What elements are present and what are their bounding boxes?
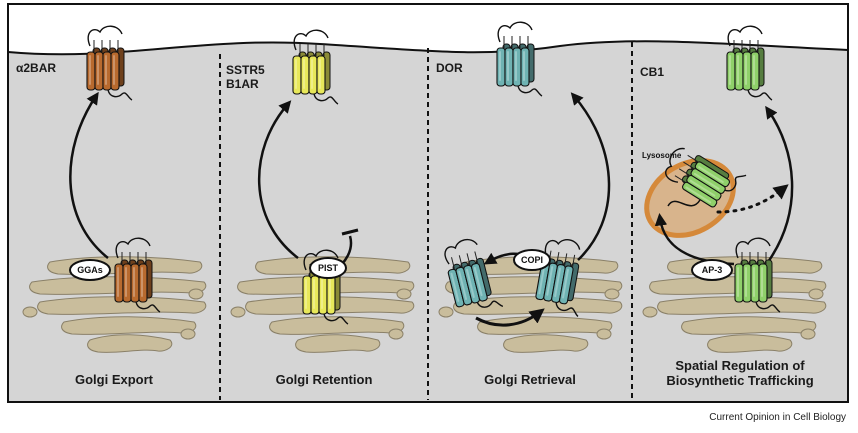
cb1-export-arrow — [765, 105, 794, 263]
panel-title-export: Golgi Export — [75, 372, 154, 387]
copi-oval — [513, 249, 551, 271]
golgi-cisterna — [61, 316, 197, 335]
pist-label: PIST — [318, 263, 339, 273]
pist-inhibition-bar — [341, 228, 359, 236]
export-arrow — [69, 91, 109, 259]
golgi-vesicle — [396, 288, 412, 300]
receptor-cb1-lysosome — [665, 147, 747, 208]
receptor-cb1-golgi — [734, 237, 781, 313]
pist-oval — [309, 257, 347, 279]
golgi-cisterna — [707, 334, 793, 353]
golgi-cisterna — [681, 316, 817, 335]
receptor-sstr5-membrane — [292, 29, 339, 105]
ggas-oval — [69, 259, 111, 281]
plasma-membrane — [7, 40, 849, 56]
golgi-vesicle — [188, 288, 204, 300]
receptor-layer — [86, 21, 781, 325]
receptor-label-dor: DOR — [436, 61, 463, 75]
golgi-cisterna — [295, 334, 381, 353]
ggas-label: GGAs — [77, 265, 103, 275]
organelle-label: Lysosome — [642, 151, 682, 160]
retrieval-export-arrow — [570, 92, 611, 261]
panel-title-retrieval: Golgi Retrieval — [484, 372, 576, 387]
receptor-a2bar-golgi — [114, 237, 161, 313]
golgi-vesicle — [604, 288, 620, 300]
lysosome-cargo — [667, 199, 701, 207]
receptor-dor-retrieved — [444, 238, 504, 308]
export-arrow-retention — [258, 100, 299, 259]
lysosome-exit-arrow — [716, 184, 789, 214]
figure-credit: Current Opinion in Cell Biology — [709, 412, 846, 423]
golgi-vesicle — [642, 306, 658, 318]
golgi-cisterna — [503, 334, 589, 353]
receptor-dor-golgi — [535, 239, 581, 317]
receptor-dor-membrane — [496, 21, 543, 97]
ap3-oval — [691, 259, 733, 281]
panel-title-retention: Golgi Retention — [276, 372, 373, 387]
golgi-vesicle — [22, 306, 38, 318]
golgi-vesicle — [808, 288, 824, 300]
golgi-cisterna — [87, 334, 173, 353]
figure-frame — [7, 3, 849, 403]
golgi-vesicle — [596, 328, 612, 340]
receptor-cb1-membrane — [726, 25, 773, 101]
golgi-vesicle — [438, 306, 454, 318]
copi-label: COPI — [521, 255, 543, 265]
forward-transport-arrow — [475, 308, 545, 327]
golgi-vesicle — [180, 328, 196, 340]
golgi-vesicle — [800, 328, 816, 340]
golgi-layer — [22, 256, 827, 353]
golgi-vesicle — [388, 328, 404, 340]
receptor-label-a2bar: α2BAR — [16, 61, 56, 75]
ap3-label: AP-3 — [702, 265, 723, 275]
golgi-vesicle — [230, 306, 246, 318]
receptor-a2bar-membrane — [86, 25, 133, 101]
receptor-label-cb1: CB1 — [640, 65, 664, 79]
